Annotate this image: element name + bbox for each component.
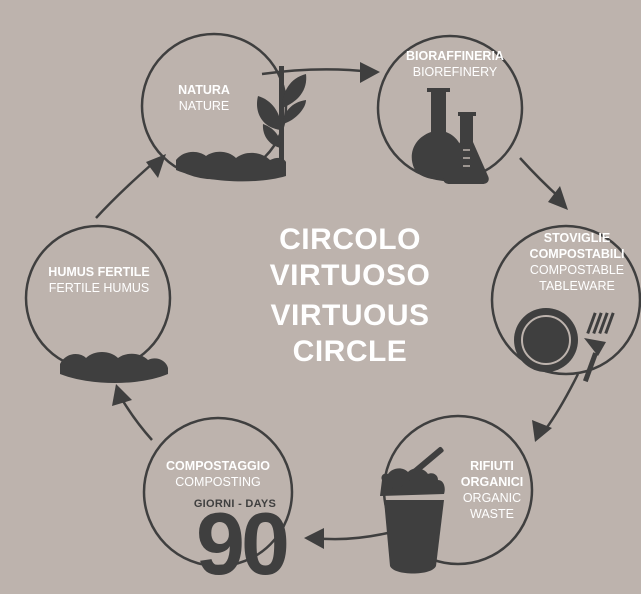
stage-label-bioraffineria: BIORAFFINERIA BIOREFINERY — [396, 48, 514, 80]
arrow-to-humus — [112, 384, 132, 406]
connector-stoviglie-rifiuti — [543, 373, 580, 431]
center-title-line-2: VIRTUOSO — [269, 259, 431, 292]
stage-label-compostaggio-it: COMPOSTAGGIO — [166, 459, 270, 473]
stage-label-natura: NATURA NATURE — [154, 82, 254, 114]
lab-flasks-icon — [411, 88, 489, 184]
connector-bioraffineria-stoviglie — [519, 157, 561, 199]
stage-label-humus-en: FERTILE HUMUS — [48, 281, 150, 295]
plate-fork-icon — [514, 308, 615, 383]
stage-label-bioraffineria-en: BIOREFINERY — [412, 65, 498, 79]
stage-label-compostaggio-en: COMPOSTING — [175, 475, 261, 489]
arrow-to-rifiuti — [532, 420, 552, 442]
stage-circle-compostaggio — [142, 416, 294, 568]
days-counter-icon: 90 — [196, 494, 290, 593]
connector-humus-natura — [95, 163, 153, 219]
stage-label-rifiuti-en: ORGANIC WASTE — [462, 491, 522, 521]
cycle-arrowheads — [112, 62, 568, 549]
soil-mound-icon — [60, 352, 168, 383]
stage-label-stoviglie: STOVIGLIE COMPOSTABILI COMPOSTABLE TABLE… — [518, 230, 636, 294]
arrow-to-natura — [146, 154, 166, 178]
stage-label-bioraffineria-it: BIORAFFINERIA — [406, 49, 504, 63]
center-title-line-3: VIRTUOUS — [270, 299, 430, 332]
stage-label-rifiuti: RIFIUTI ORGANICI ORGANIC WASTE — [454, 458, 530, 522]
stage-label-rifiuti-it: RIFIUTI ORGANICI — [460, 459, 524, 489]
arrow-to-bioraffineria — [360, 62, 380, 83]
days-counter-label: GIORNI - DAYS — [193, 498, 277, 510]
compost-bin-icon — [380, 446, 445, 574]
connector-rifiuti-compostaggio — [313, 530, 393, 541]
stage-label-natura-en: NATURE — [178, 99, 230, 113]
stage-label-natura-it: NATURA — [178, 83, 230, 97]
arrow-to-compostaggio — [304, 528, 324, 549]
stage-label-humus: HUMUS FERTILE FERTILE HUMUS — [44, 264, 154, 296]
center-title-line-4: CIRCLE — [292, 335, 408, 368]
stage-label-compostaggio: COMPOSTAGGIO COMPOSTING — [166, 458, 270, 490]
stage-label-stoviglie-en: COMPOSTABLE TABLEWARE — [529, 263, 625, 293]
stage-circle-humus — [24, 224, 172, 372]
stage-circle-stoviglie — [490, 224, 641, 376]
plant-seedling-icon — [176, 66, 307, 182]
cycle-diagram — [24, 32, 641, 574]
center-title: CIRCOLO VIRTUOSO VIRTUOUS CIRCLE — [230, 222, 470, 370]
arrow-to-stoviglie — [548, 186, 568, 210]
center-title-line-1: CIRCOLO — [279, 223, 421, 256]
stage-label-stoviglie-it: STOVIGLIE COMPOSTABILI — [529, 231, 625, 261]
stage-label-humus-it: HUMUS FERTILE — [48, 265, 150, 279]
connector-compostaggio-humus — [118, 395, 153, 441]
